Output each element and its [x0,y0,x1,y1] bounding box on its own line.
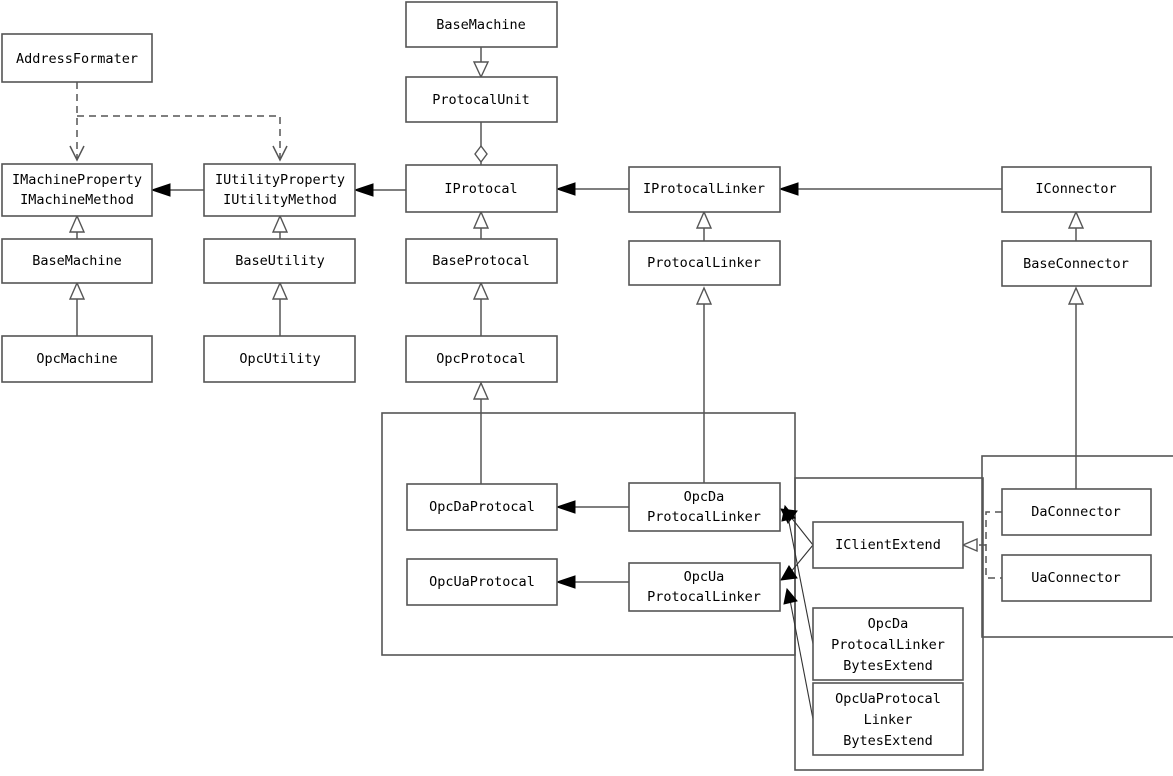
edge-opc-da-bytes-extend-to-opc-da-linker [781,504,814,645]
class-node-opc-da-bytes-extend[interactable]: OpcDa ProtocalLinker BytesExtend [812,607,964,681]
class-node-iutility[interactable]: IUtilityProperty IUtilityMethod [203,163,356,217]
class-label-base-machine: BaseMachine [32,253,121,269]
edge-iutility-to-imachine [150,183,204,197]
class-node-protocal-unit[interactable]: ProtocalUnit [405,76,558,123]
class-node-opc-ua-protocal[interactable]: OpcUaProtocal [406,558,558,606]
class-node-opc-machine[interactable]: OpcMachine [1,335,153,383]
edge-base-utility-to-iutility [271,214,289,239]
class-label-opc-machine: OpcMachine [36,351,117,367]
class-label-protocal-linker: ProtocalLinker [647,255,761,271]
class-node-opc-da-protocal-linker[interactable]: OpcDa ProtocalLinker [628,482,781,532]
edge-opc-ua-linker-to-opc-ua-protocal [555,575,629,589]
class-label-opc-ua-bytes-line3: BytesExtend [843,733,932,749]
edge-opc-da-protocal-to-opc-protocal [472,381,490,484]
class-label-iprotocal: IProtocal [444,181,517,197]
class-node-base-machine[interactable]: BaseMachine [1,238,153,284]
class-label-base-connector: BaseConnector [1023,256,1129,272]
class-label-iconnector: IConnector [1035,181,1116,197]
edge-opc-da-linker-to-opc-da-protocal [555,500,629,514]
class-label-iprotocal-linker: IProtocalLinker [643,181,765,197]
class-label-opc-da-linker-line1: OpcDa [684,489,725,505]
class-label-opc-ua-protocal: OpcUaProtocal [429,574,535,590]
class-label-opc-ua-linker-line2: ProtocalLinker [647,589,761,605]
class-node-da-connector[interactable]: DaConnector [1001,488,1152,536]
class-node-ua-connector[interactable]: UaConnector [1001,554,1152,602]
class-node-address-formater[interactable]: AddressFormater [1,33,153,83]
edge-opc-protocal-to-base-protocal [472,281,490,336]
class-label-base-protocal: BaseProtocal [432,253,530,269]
class-node-base-connector[interactable]: BaseConnector [1001,240,1152,287]
class-label-iutility-method: IUtilityMethod [223,192,337,208]
class-label-address-formater: AddressFormater [16,51,138,67]
opc-protocal-group [381,412,796,656]
class-label-imachine-method: IMachineMethod [20,192,134,208]
class-label-opc-ua-bytes-line2: Linker [864,712,913,728]
edge-base-connector-to-iconnector [1067,210,1085,241]
class-label-opc-ua-linker-line1: OpcUa [684,569,725,585]
edge-da-connector-to-base-connector [1067,286,1085,489]
class-node-opc-utility[interactable]: OpcUtility [203,335,356,383]
edge-base-machine-to-imachine [68,214,86,239]
edge-opc-machine-to-base-machine [68,281,86,336]
class-label-opc-da-bytes-line1: OpcDa [868,616,909,632]
class-node-opc-ua-protocal-linker[interactable]: OpcUa ProtocalLinker [628,562,781,612]
edge-base-machine-to-protocal-unit [472,47,490,79]
class-node-iconnector[interactable]: IConnector [1001,166,1152,213]
class-node-iclient-extend[interactable]: IClientExtend [812,521,964,569]
class-label-base-utility: BaseUtility [235,253,324,269]
edge-connectors-to-iclient-extend [961,511,1002,579]
class-node-iprotocal-linker[interactable]: IProtocalLinker [628,166,781,213]
opc-connector-group [981,455,1173,638]
edge-iconnector-to-iprotocal-linker [778,182,1002,196]
edge-address-formater-to-imachine [69,82,85,162]
class-label-opc-da-bytes-line2: ProtocalLinker [831,637,945,653]
edge-opc-utility-to-base-utility [271,281,289,336]
class-node-protocal-linker[interactable]: ProtocalLinker [628,240,781,286]
class-node-iprotocal[interactable]: IProtocal [405,164,558,213]
class-node-opc-protocal[interactable]: OpcProtocal [405,335,558,383]
class-label-opc-da-protocal: OpcDaProtocal [429,499,535,515]
edge-base-protocal-to-iprotocal [472,210,490,239]
class-label-opc-ua-bytes-line1: OpcUaProtocal [835,691,941,707]
class-label-protocal-unit: ProtocalUnit [432,92,530,108]
class-node-imachine[interactable]: IMachineProperty IMachineMethod [1,163,153,217]
edge-iprotocal-linker-to-iprotocal [555,182,629,196]
edge-opc-da-linker-to-protocal-linker [695,286,713,483]
class-label-opc-da-linker-line2: ProtocalLinker [647,509,761,525]
class-label-opc-da-bytes-line3: BytesExtend [843,658,932,674]
class-label-ua-connector: UaConnector [1031,570,1120,586]
class-label-iclient-extend: IClientExtend [835,537,941,553]
class-node-opc-da-protocal[interactable]: OpcDaProtocal [406,483,558,531]
class-label-opc-protocal: OpcProtocal [436,351,525,367]
edge-opc-ua-bytes-extend-to-opc-ua-linker [783,587,814,720]
class-label-da-connector: DaConnector [1031,504,1120,520]
class-label-opc-utility: OpcUtility [239,351,320,367]
class-label-iutility-property: IUtilityProperty [215,172,345,188]
class-node-base-protocal[interactable]: BaseProtocal [405,238,558,284]
edge-iprotocal-to-iutility [353,183,406,197]
edge-protocal-unit-to-iprotocal [474,122,488,165]
edge-address-formater-to-iutility [77,115,288,162]
class-node-base-utility[interactable]: BaseUtility [203,238,356,284]
class-label-imachine-property: IMachineProperty [12,172,142,188]
class-node-opc-ua-bytes-extend[interactable]: OpcUaProtocal Linker BytesExtend [812,682,964,756]
edge-protocal-linker-to-iprotocal-linker [695,210,713,241]
class-label-base-machine-top: BaseMachine [436,17,525,33]
edge-iclient-extend-to-opc-ua-linker [780,544,814,581]
class-node-base-machine-top[interactable]: BaseMachine [405,1,558,48]
